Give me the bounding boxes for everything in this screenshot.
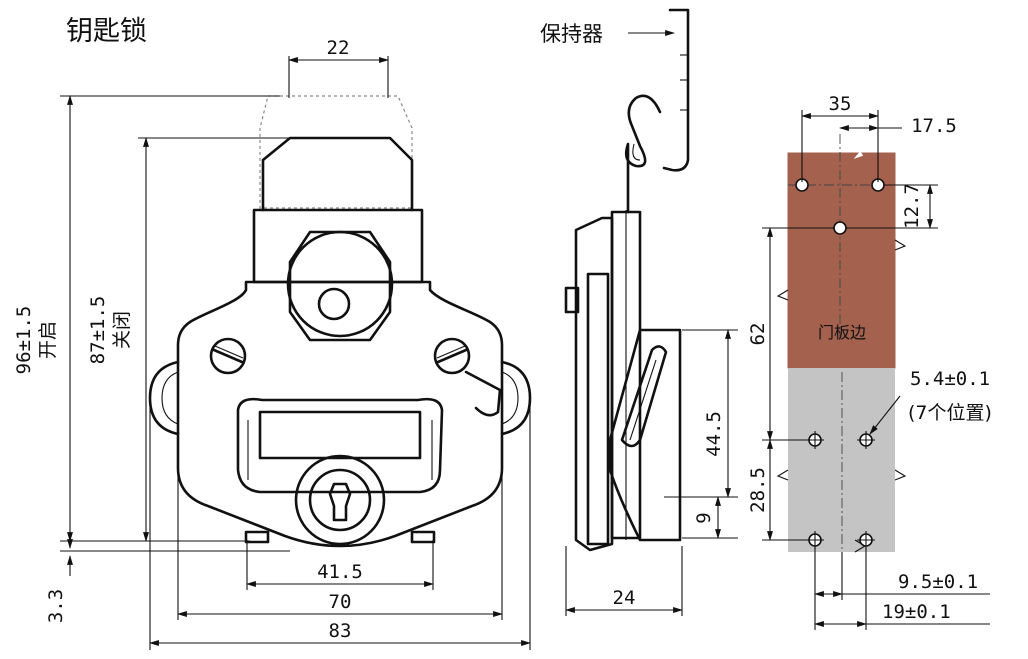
hole-size-label: 5.4±0.1 — [910, 368, 990, 390]
mounting-holes — [795, 178, 885, 549]
note-closed: 关闭 — [111, 311, 133, 349]
front-view: 22 96±1.5 开启 87±1.5 关闭 3.3 41.5 70 — [13, 37, 532, 650]
key-cylinder — [294, 454, 386, 546]
holder-label: 保持器 — [540, 22, 603, 46]
dim-12-7: 12.7 — [901, 183, 923, 229]
dim-62: 62 — [747, 323, 769, 346]
screw-right — [433, 337, 471, 375]
dim-28-5: 28.5 — [747, 467, 769, 513]
catch-wedge — [608, 328, 682, 542]
holder-plate — [662, 8, 690, 172]
keyhole-icon — [328, 482, 352, 522]
dim-17-5: 17.5 — [911, 115, 957, 137]
lock-body — [176, 280, 504, 548]
dim-44-5: 44.5 — [703, 411, 725, 457]
side-plate — [586, 272, 610, 546]
lever — [620, 345, 668, 448]
open-position-outline — [259, 95, 413, 209]
door-edge-label: 门板边 — [818, 323, 866, 342]
catch-slot — [258, 410, 422, 460]
dim-9: 9 — [693, 512, 715, 523]
hasp-block — [252, 208, 424, 284]
note-open: 开启 — [37, 321, 59, 359]
dim-3-3: 3.3 — [45, 589, 67, 623]
catch-frame — [236, 397, 444, 494]
dim-87: 87±1.5 — [87, 296, 109, 365]
dim-35: 35 — [829, 93, 852, 115]
screw-left — [209, 337, 247, 375]
dim-70: 70 — [329, 591, 352, 613]
nut-washer — [286, 230, 394, 338]
hasp-arm — [464, 370, 502, 417]
left-ear — [148, 360, 180, 436]
drawing-title: 钥匙锁 — [66, 16, 147, 47]
dim-96: 96±1.5 — [13, 306, 35, 375]
pivot-pin — [317, 287, 351, 321]
frame-panel — [788, 368, 895, 552]
hole-count-label: (7个位置) — [908, 402, 992, 424]
mounting-plate-view: 门板边 35 17.5 12.7 62 28.5 5.4±0.1 — [747, 93, 992, 630]
dim-19: 19±0.1 — [882, 601, 951, 623]
side-body — [574, 216, 614, 552]
hasp-top — [261, 136, 414, 212]
dim-22: 22 — [327, 37, 350, 59]
dim-24: 24 — [613, 587, 636, 609]
hook — [624, 94, 662, 214]
dim-41-5: 41.5 — [317, 561, 363, 583]
dim-9-5: 9.5±0.1 — [898, 571, 978, 593]
right-ear — [500, 360, 532, 436]
side-view: 保持器 24 44.5 9 — [540, 8, 738, 616]
dim-83: 83 — [329, 620, 352, 642]
